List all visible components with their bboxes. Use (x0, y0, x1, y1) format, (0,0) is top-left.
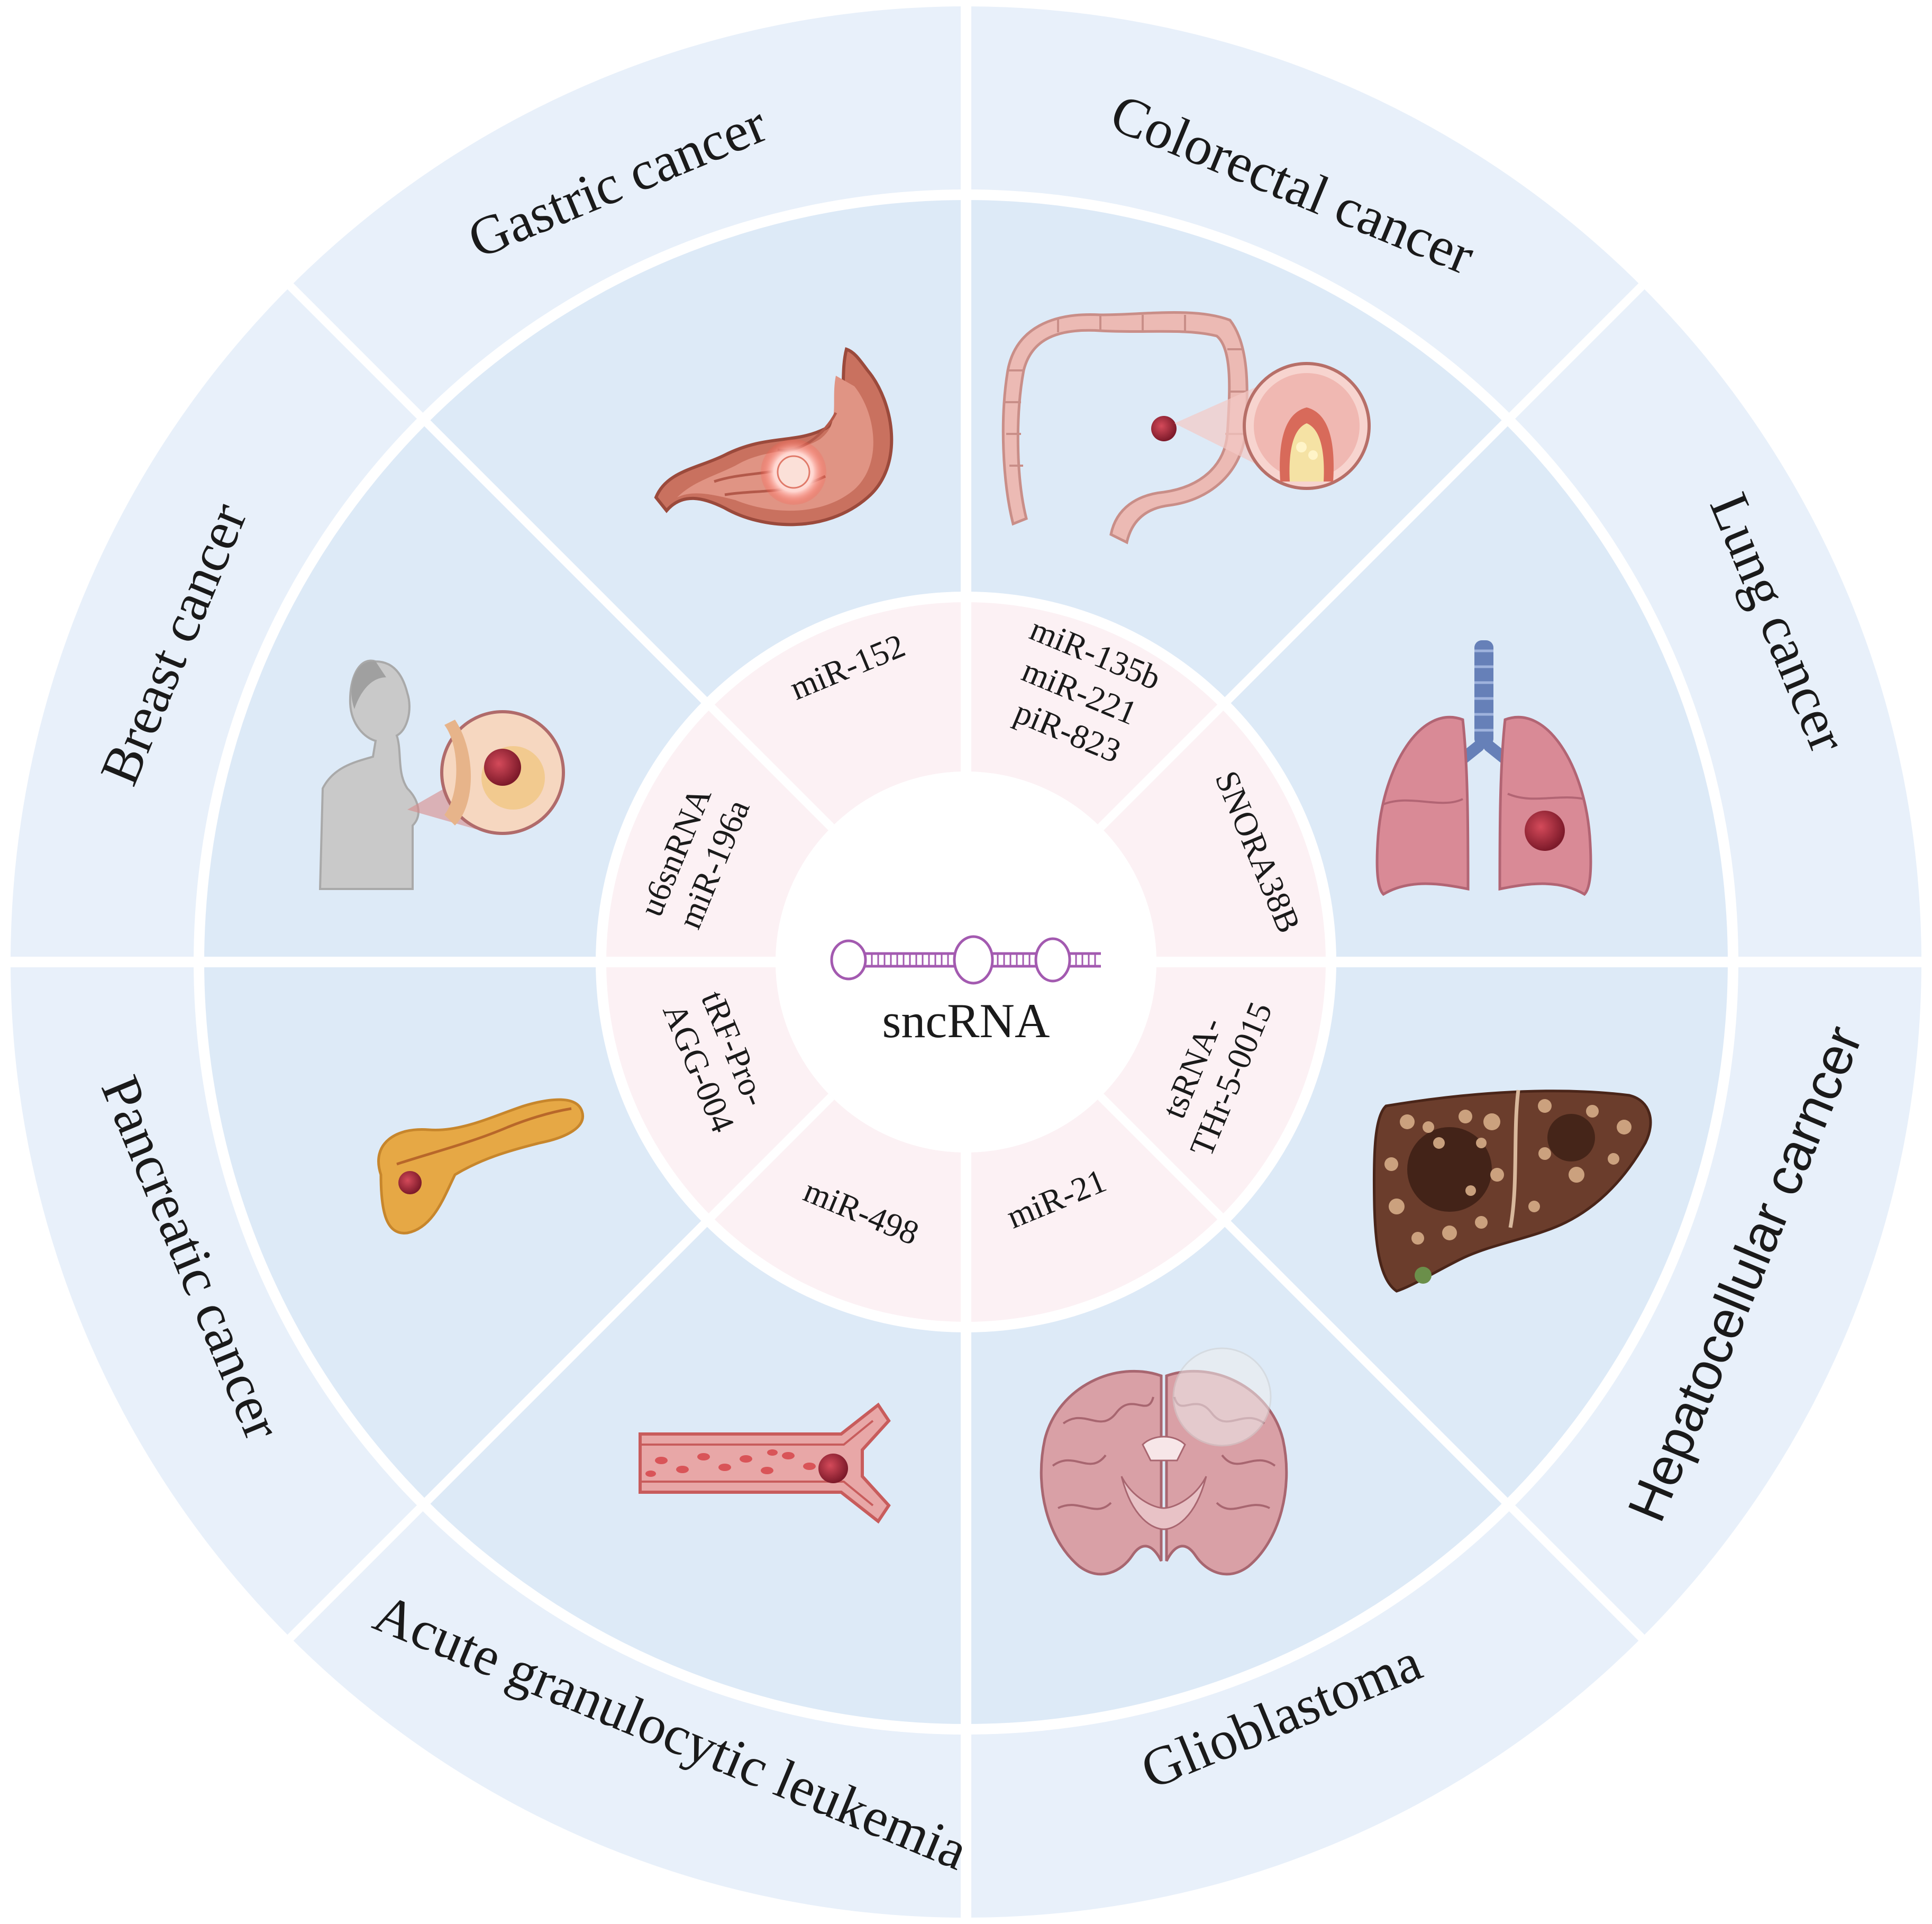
center-label: sncRNA (882, 994, 1050, 1048)
pancreas-icon (377, 1098, 584, 1235)
outer-sector-hepatocellular (966, 1508, 1642, 1918)
outer-sector-breast (290, 6, 967, 416)
middle-sector-leukemia (204, 962, 705, 1501)
outer-sector-gastric (966, 6, 1642, 416)
divider-line (287, 283, 835, 831)
breast-icon (318, 659, 565, 890)
liver-icon (1372, 1090, 1652, 1293)
middle-sector-breast (427, 200, 966, 701)
outer-sector-leukemia (11, 962, 420, 1638)
divider-line (287, 1093, 835, 1641)
outer-sector-pancreatic (11, 286, 420, 963)
sncrna-label-colorectal: miR-135b miR-221 piR-823 (993, 610, 1173, 777)
colon-icon (1001, 311, 1371, 544)
outer-sector-lung (1512, 962, 1921, 1638)
divider-line (1097, 283, 1645, 831)
lungs-icon (1375, 640, 1592, 896)
stomach-icon (654, 347, 894, 527)
rna-hairpin-icon (830, 935, 1101, 985)
outer-sector-colorectal (1512, 286, 1921, 963)
brain-icon (1040, 1347, 1288, 1576)
divider-line (1097, 1093, 1645, 1641)
outer-sector-glioblastoma (290, 1508, 967, 1918)
center-disc (776, 772, 1156, 1152)
sector-dividers (11, 6, 1921, 1918)
blood-vessel-icon (639, 1402, 891, 1524)
